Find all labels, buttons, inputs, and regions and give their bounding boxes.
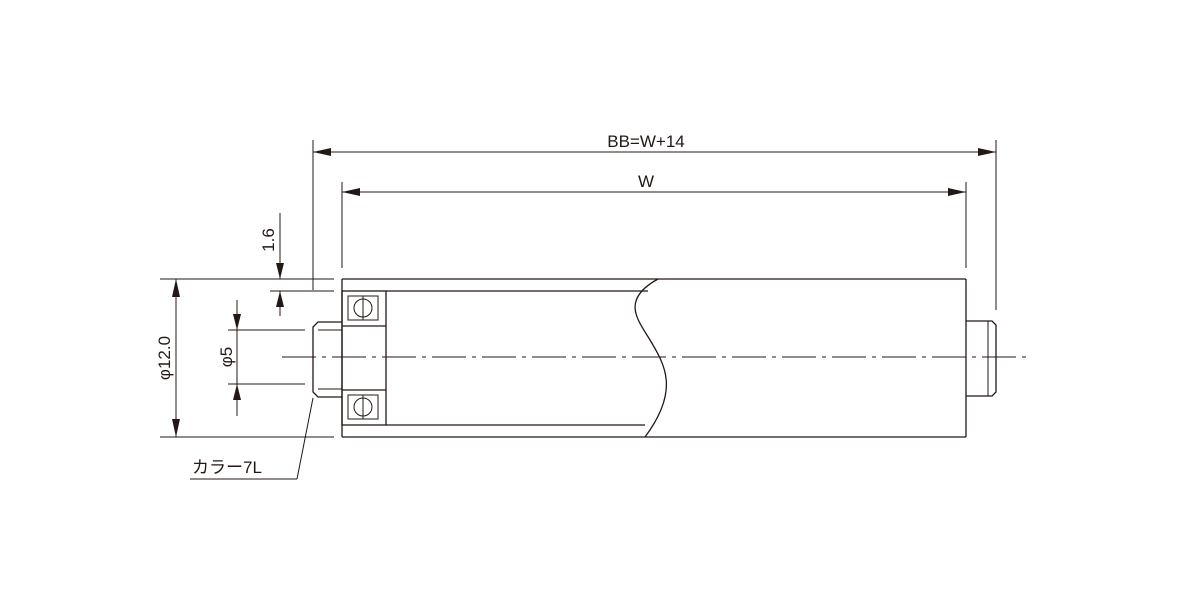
leader-collar bbox=[190, 397, 314, 480]
collar bbox=[312, 321, 342, 398]
label-collar: カラー7L bbox=[192, 458, 262, 477]
label-wall: 1.6 bbox=[259, 228, 278, 252]
bearing-housing bbox=[341, 290, 387, 426]
ball-bearing-top bbox=[347, 295, 379, 321]
dimension-outer-diameter bbox=[172, 279, 180, 437]
ball-bearing-bottom bbox=[347, 394, 379, 420]
label-shaft-diameter: φ5 bbox=[217, 347, 236, 367]
label-width: W bbox=[638, 172, 654, 191]
dimension-width bbox=[342, 188, 966, 196]
shaft-end-right bbox=[966, 320, 997, 397]
dimension-overall-length bbox=[313, 148, 996, 156]
label-overall-length: BB=W+14 bbox=[607, 132, 685, 151]
label-outer-diameter: φ12.0 bbox=[155, 336, 174, 380]
extension-lines bbox=[160, 140, 997, 438]
dimension-shaft-diameter bbox=[233, 300, 241, 416]
dimension-wall bbox=[276, 213, 284, 316]
roller-tube bbox=[341, 278, 967, 438]
break-line bbox=[634, 278, 668, 438]
